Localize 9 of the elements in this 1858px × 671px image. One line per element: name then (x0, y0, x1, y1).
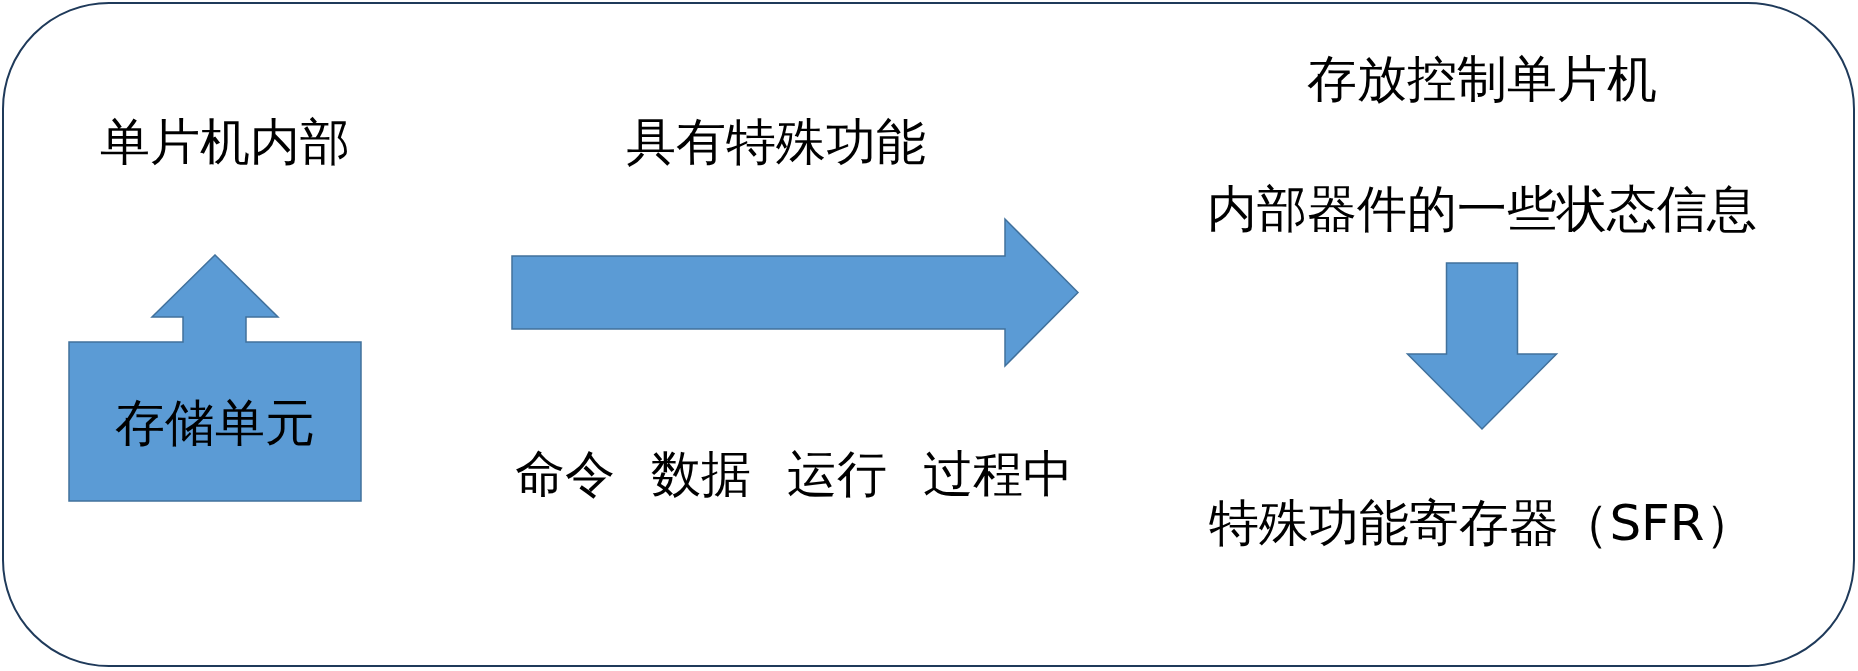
caption-text: 具有特殊功能 (626, 112, 926, 172)
caption-text: 单片机内部 (100, 112, 350, 172)
up-arrow-callout-box (68, 254, 362, 502)
node-text: 存储单元 (114, 393, 316, 453)
block-arrow (1405, 262, 1559, 431)
node-text: 特殊功能寄存器（SFR） (1208, 493, 1756, 553)
node-text: 存放控制单片机 (1306, 49, 1658, 109)
caption-text: 命令 数据 运行 过程中 (515, 444, 1073, 504)
node-text: 内部器件的一些状态信息 (1206, 179, 1758, 239)
